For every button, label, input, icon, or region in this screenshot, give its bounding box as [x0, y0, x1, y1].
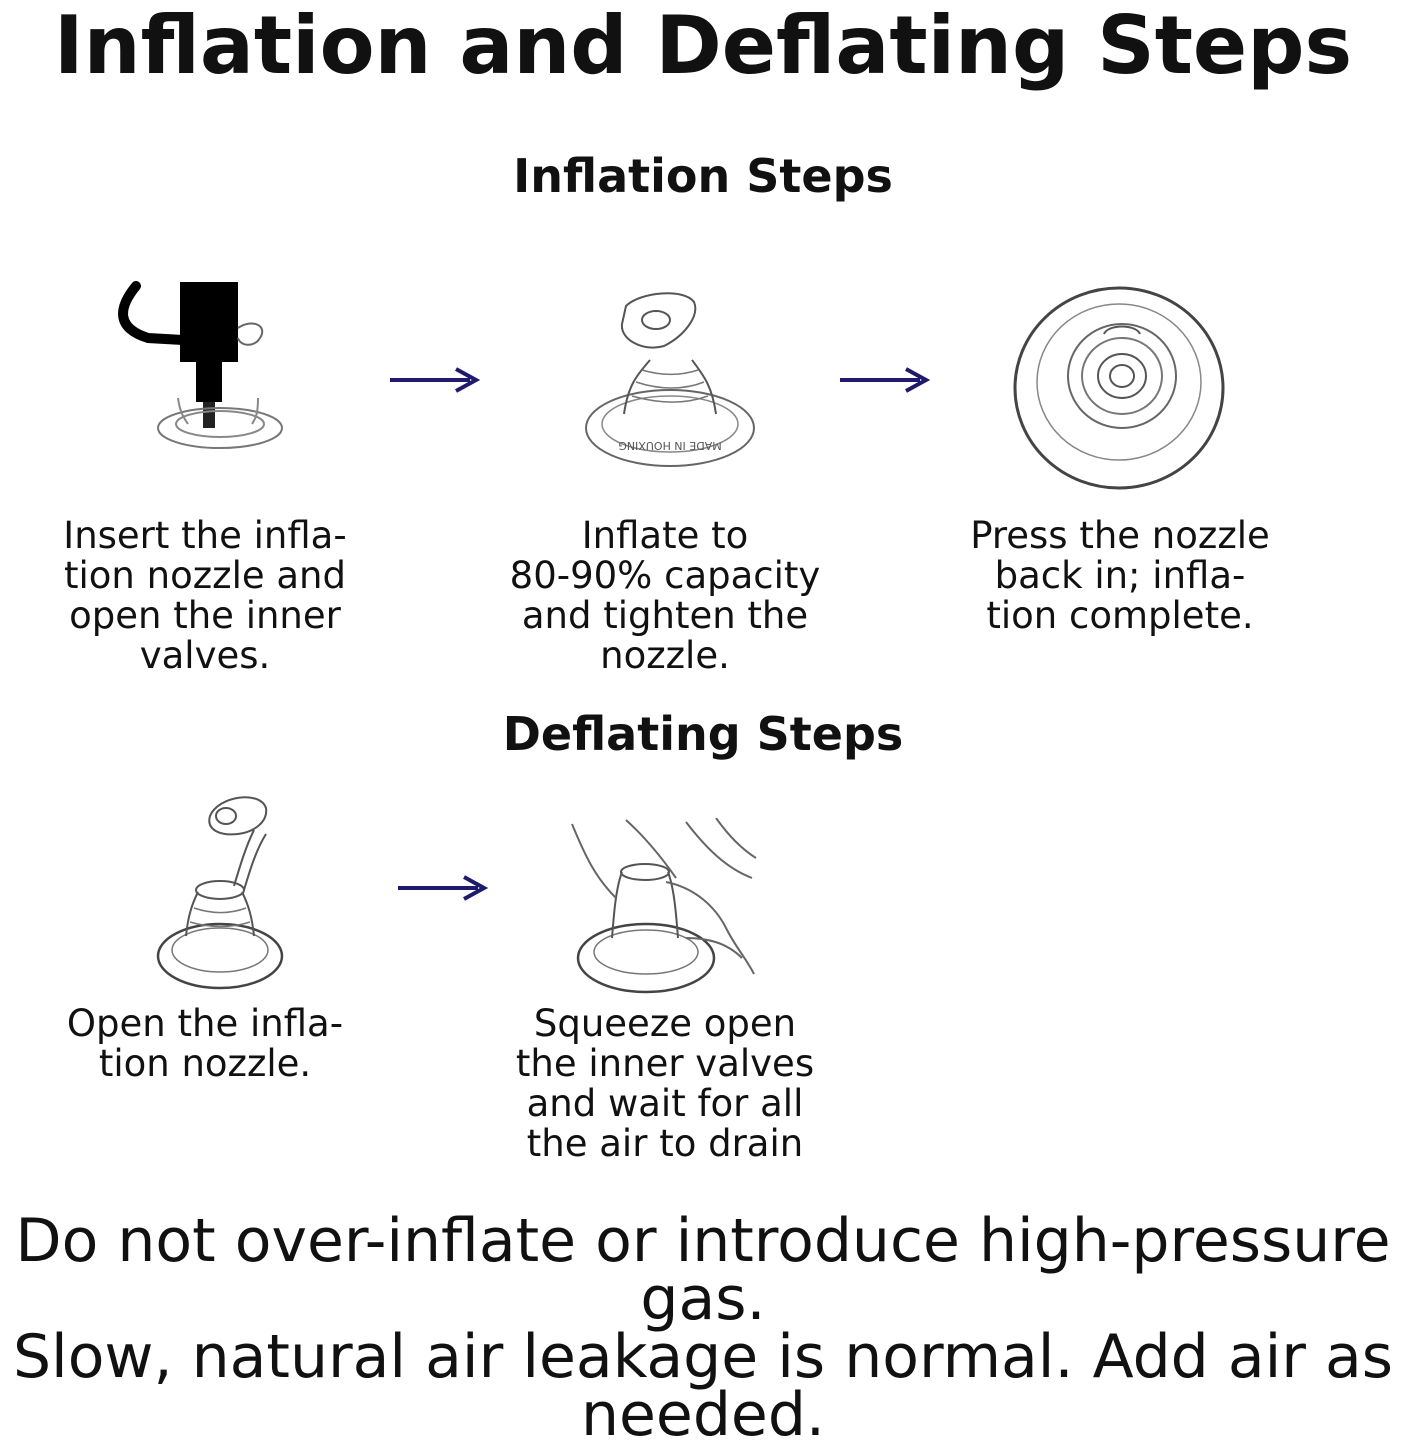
- inflation-heading: Inflation Steps: [513, 149, 893, 203]
- page-title: Inflation and Deflating Steps: [53, 0, 1353, 92]
- svg-text:MADE IN HOUXING: MADE IN HOUXING: [618, 439, 721, 452]
- arrow-right-icon: [390, 365, 481, 395]
- valve-nozzle-icon: MADE IN HOUXING: [580, 286, 760, 476]
- pump-nozzle-icon: [108, 278, 288, 458]
- arrow-right-icon: [840, 365, 931, 395]
- inflation-step-1-text: Insert the infla- tion nozzle and open t…: [63, 514, 347, 677]
- open-nozzle-icon: [150, 786, 290, 996]
- deflating-step-2-text: Squeeze open the inner valves and wait f…: [515, 1002, 815, 1165]
- squeeze-valve-hand-icon: [566, 818, 760, 998]
- valve-top-view-icon: [1012, 284, 1226, 492]
- inflation-step-3-text: Press the nozzle back in; infla- tion co…: [970, 514, 1270, 637]
- arrow-right-icon: [398, 873, 489, 903]
- inflation-step-2-text: Inflate to 80-90% capacity and tighten t…: [509, 514, 821, 677]
- deflating-step-1-text: Open the infla- tion nozzle.: [66, 1002, 344, 1085]
- deflating-heading: Deflating Steps: [502, 707, 904, 761]
- footer-warning: Do not over-inflate or introduce high-pr…: [12, 1206, 1394, 1450]
